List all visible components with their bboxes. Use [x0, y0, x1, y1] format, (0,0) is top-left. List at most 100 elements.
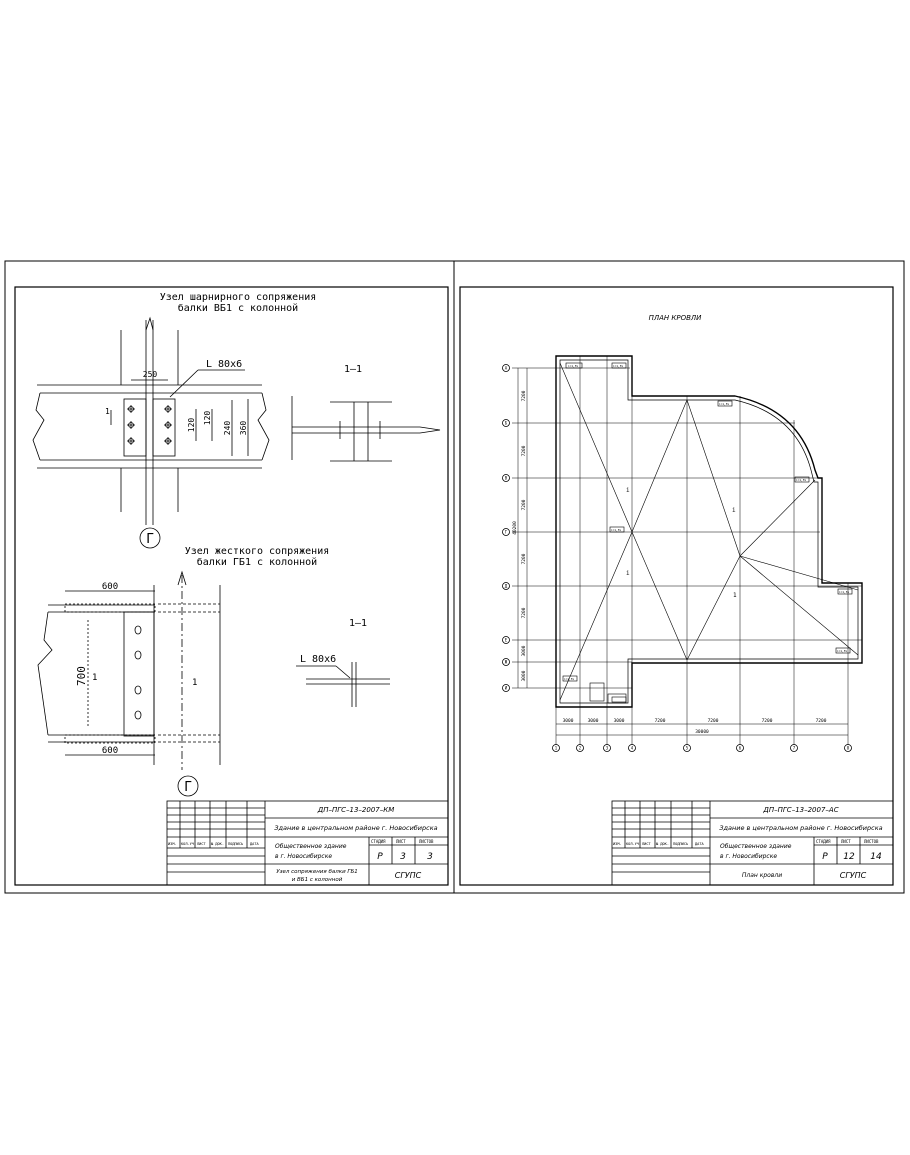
col-dim-1: 3000 — [563, 718, 574, 724]
valley-lines — [559, 362, 859, 701]
left-doc-code: ДП–ПГС–13–2007–КМ — [317, 806, 395, 814]
section-1-1-b-view — [306, 662, 390, 707]
drain-label-1: i=1,5% — [568, 364, 578, 368]
right-col-sign: ПОДПИСЬ — [673, 842, 688, 846]
slope-label-3: 1 — [733, 592, 737, 599]
right-sheets-hdr: ЛИСТОВ — [864, 839, 879, 844]
drain-label-7: i=1,5% — [837, 649, 847, 653]
angle-label: L 80x6 — [206, 359, 242, 370]
drain-label-3: i=1,5% — [719, 402, 729, 406]
grid-cols — [555, 356, 849, 745]
col-dim-2: 3000 — [588, 718, 599, 724]
rigid-bolts — [134, 625, 142, 720]
row-axis-d: Д — [505, 584, 508, 589]
right-sheet-hdr: ЛИСТ — [841, 839, 851, 844]
row-dim-5: 7200 — [521, 607, 527, 618]
dim-360: 360 — [239, 421, 248, 436]
left-col-kol: КОЛ.УЧ. — [181, 842, 196, 846]
rigid-title-line2: балки ГБ1 с колонной — [197, 556, 317, 568]
section-1-1-b-title: 1–1 — [349, 618, 367, 629]
section-mark-rigid-a: 1 — [92, 673, 97, 683]
dim-120a: 120 — [187, 418, 196, 433]
left-building-1: Общественное здание — [275, 843, 347, 850]
axis-bubble-g1 — [139, 527, 161, 549]
hatch-box — [607, 693, 627, 704]
left-sheets-hdr: ЛИСТОВ — [419, 839, 434, 844]
rigid-title-line1: Узел жесткого сопряжения — [185, 546, 330, 557]
col-dim-6: 7200 — [762, 718, 773, 724]
left-sheets-no: 3 — [427, 852, 433, 862]
hinged-title-line1: Узел шарнирного сопряжения — [160, 292, 317, 303]
dim-600-bot: 600 — [102, 746, 118, 756]
right-drawing: План кровли — [742, 872, 782, 879]
left-sheet: Узел шарнирного сопряжения балки ВБ1 с к… — [32, 292, 449, 886]
col-dim-4: 7200 — [655, 718, 666, 724]
roof-plan-title: ПЛАН КРОВЛИ — [649, 314, 703, 322]
drain-label-8: i=1,5% — [564, 677, 574, 681]
col-axis-8: 8 — [847, 746, 850, 751]
right-stamp — [611, 800, 894, 886]
slope-label-1: i — [626, 487, 630, 494]
row-axis-a: А — [505, 366, 508, 371]
right-col-izm: ИЗМ. — [613, 842, 622, 846]
right-sheet: ПЛАН КРОВЛИ — [502, 314, 894, 886]
right-col-kol: КОЛ.УЧ. — [626, 842, 641, 846]
roof-outline — [555, 355, 863, 708]
row-axis-v: В — [505, 476, 508, 481]
dim-240: 240 — [223, 421, 232, 436]
col-axis-5: 5 — [686, 746, 689, 751]
stair-exit — [589, 682, 605, 702]
col-axis-bubbles — [552, 744, 852, 752]
right-col-doc: № ДОК. — [656, 842, 669, 846]
left-col-list: ЛИСТ — [197, 842, 206, 846]
right-col-date: ДАТА — [695, 842, 704, 846]
axis-bubble-g2 — [177, 775, 199, 797]
row-dim-2: 7200 — [521, 445, 527, 456]
hinged-beams — [32, 384, 270, 469]
left-project: Здание в центральном районе г. Новосибир… — [274, 824, 437, 832]
slope-label-4: i — [732, 507, 736, 514]
left-stamp — [166, 800, 449, 886]
left-sheet-no: 3 — [400, 852, 406, 862]
col-dim-7: 7200 — [816, 718, 827, 724]
rigid-beam — [37, 603, 220, 744]
left-org: СГУПС — [395, 871, 422, 880]
drain-label-5: i=1,5% — [611, 528, 621, 532]
axis-label-g1: Г — [146, 532, 154, 547]
col-axis-6: 6 — [739, 746, 742, 751]
col-axis-2: 2 — [579, 746, 582, 751]
col-axis-3: 3 — [606, 746, 609, 751]
hinged-title-line2: балки ВБ1 с колонной — [178, 302, 298, 314]
right-col-list: ЛИСТ — [642, 842, 651, 846]
row-dim-1: 7200 — [521, 390, 527, 401]
right-org: СГУПС — [840, 871, 867, 880]
left-col-izm: ИЗМ. — [168, 842, 177, 846]
col-axis-4: 4 — [631, 746, 634, 751]
drain-label-2: i=1,5% — [613, 364, 623, 368]
right-stage-hdr: СТАДИЯ — [816, 839, 831, 844]
row-axis-e: Е — [505, 638, 508, 643]
right-sheet-no: 12 — [843, 852, 855, 862]
left-drawing-1: Узел сопряжения балки ГБ1 — [276, 869, 358, 875]
row-dim-6: 3000 — [521, 645, 527, 656]
dim-250: 250 — [143, 370, 158, 379]
roof-parapet — [559, 359, 859, 704]
right-building-2: в г. Новосибирске — [720, 853, 777, 860]
left-stage-hdr: СТАДИЯ — [371, 839, 386, 844]
row-dim-3: 7200 — [521, 499, 527, 510]
right-stage: Р — [822, 852, 828, 862]
col-dim-3: 3000 — [614, 718, 625, 724]
left-drawing-2: и ВБ1 с колонной — [292, 877, 343, 883]
left-stage: Р — [377, 852, 383, 862]
section-1-1-view — [291, 396, 441, 462]
bolt-holes — [127, 405, 172, 445]
dim-700: 700 — [75, 666, 88, 686]
row-axis-g: Г — [505, 530, 508, 535]
left-col-doc: № ДОК. — [211, 842, 224, 846]
row-axis-zh: Ж — [505, 660, 508, 665]
col-dim-5: 7200 — [708, 718, 719, 724]
right-project: Здание в центральном районе г. Новосибир… — [719, 824, 882, 832]
overall-height: 40200 — [512, 521, 518, 535]
overall-width: 30000 — [695, 729, 709, 735]
col-axis-7: 7 — [793, 746, 796, 751]
